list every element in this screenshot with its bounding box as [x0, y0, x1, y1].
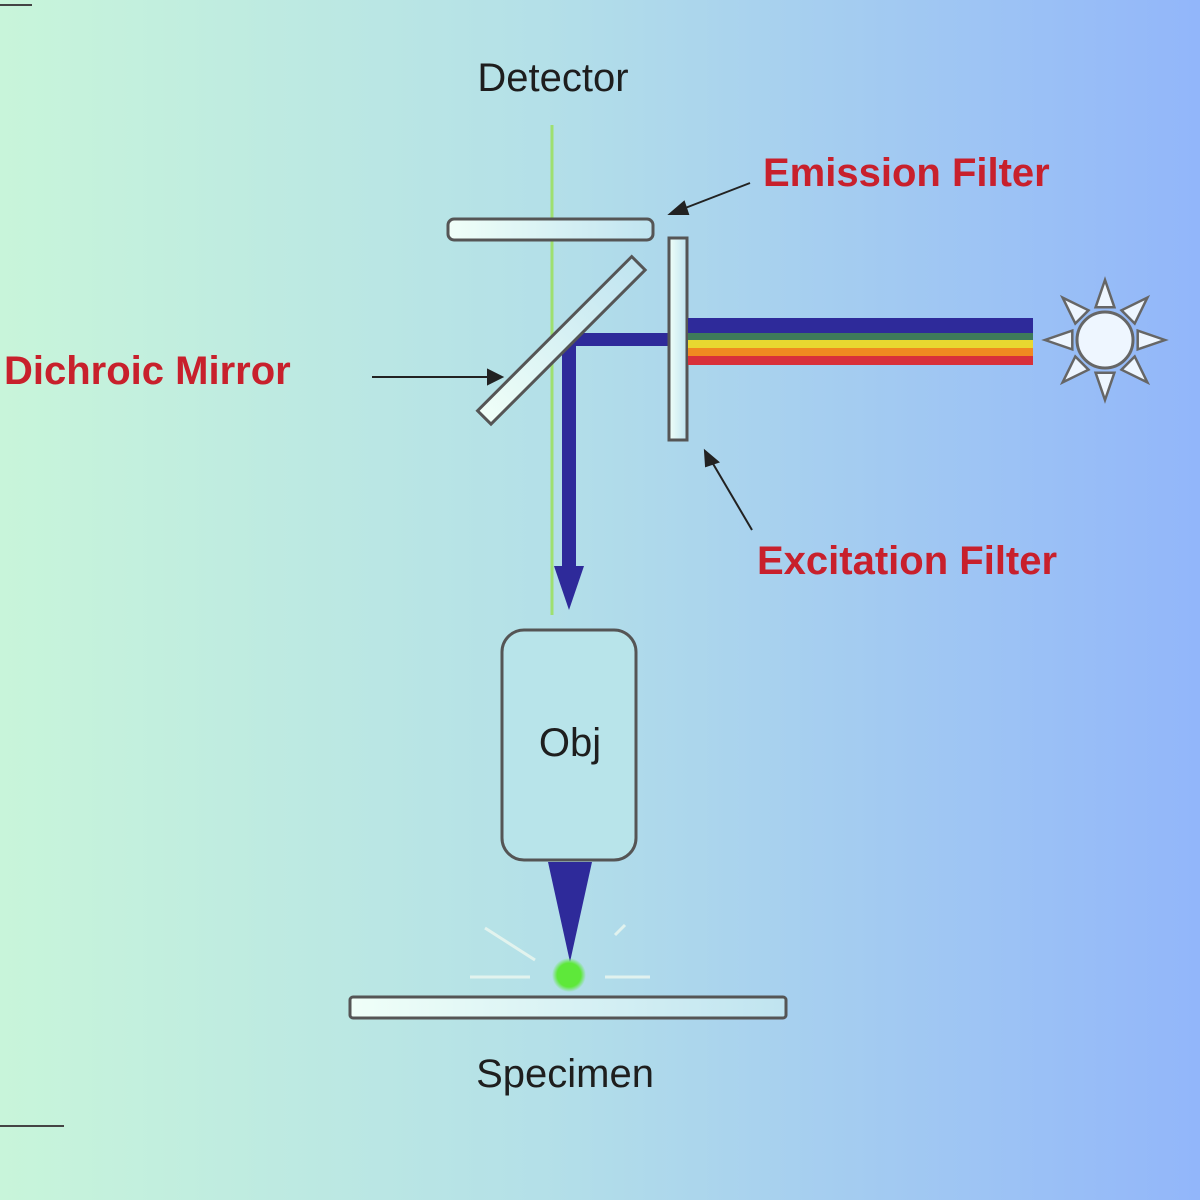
emission-filter-pointer — [679, 182, 751, 211]
sun-ray — [1059, 294, 1091, 326]
dichroic-mirror-label: Dichroic Mirror — [4, 349, 291, 393]
sun-ray — [1059, 354, 1091, 386]
objective-lens — [500, 628, 638, 862]
excitation-filter — [667, 236, 689, 442]
arrowhead-icon — [703, 448, 721, 468]
spectrum-band — [688, 348, 1033, 356]
spectrum-band — [688, 356, 1033, 365]
specimen-slide — [348, 995, 788, 1020]
excitation-filter-pointer — [711, 461, 753, 531]
dichroic-mirror — [475, 254, 648, 427]
arrowhead-icon — [487, 368, 505, 386]
sun-ray — [1119, 294, 1151, 326]
sun-ray — [1119, 354, 1151, 386]
excitation-beam — [554, 333, 669, 610]
focused-excitation-cone — [548, 862, 592, 962]
white-light-spectrum — [688, 318, 1033, 365]
sun-ray — [1093, 276, 1117, 309]
sun-ray — [1041, 328, 1074, 352]
sun-ray — [1093, 371, 1117, 404]
spectrum-band — [688, 318, 1033, 333]
spectrum-band — [688, 333, 1033, 340]
detector-label: Detector — [477, 56, 628, 100]
sun-ray — [1136, 328, 1169, 352]
emission-rays — [470, 923, 650, 979]
emission-filter-label: Emission Filter — [763, 151, 1050, 195]
emission-filter — [446, 217, 655, 242]
spectrum-band — [688, 340, 1033, 348]
excitation-filter-label: Excitation Filter — [757, 539, 1057, 583]
arrowhead-icon — [667, 200, 690, 215]
fluorescent-spot — [552, 958, 586, 992]
objective-label: Obj — [539, 721, 601, 765]
sun-icon — [1041, 276, 1169, 404]
specimen-label: Specimen — [476, 1052, 654, 1096]
